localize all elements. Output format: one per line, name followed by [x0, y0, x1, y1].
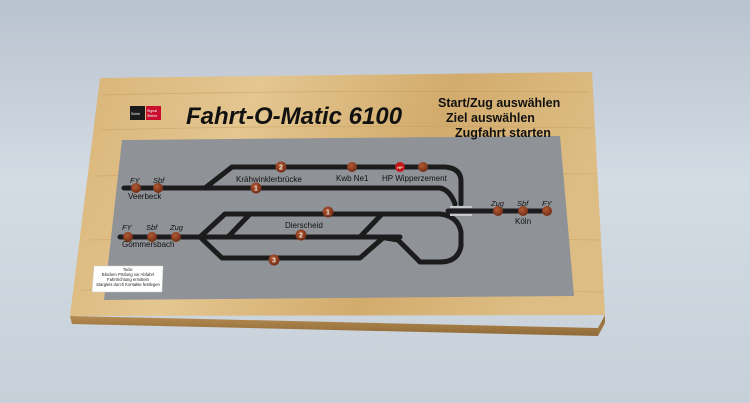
label-zug: Zug [169, 223, 184, 232]
track-cross-1 [225, 211, 253, 240]
track-panel [104, 136, 574, 300]
logo-text-1: Schie [131, 112, 140, 116]
station-veerbeck: Veerbeck [128, 192, 162, 201]
zug-button-gommersbach[interactable] [171, 232, 181, 242]
todo-note: Todo: Blocken Prüfung vor Abfahrt Fahrtr… [91, 265, 164, 293]
block-button-lower-2[interactable] [295, 229, 307, 241]
station-koeln: Köln [515, 217, 531, 226]
board-title: Fahrt-O-Matic 6100 [186, 103, 403, 130]
station-hp: HP Wipperzement [382, 174, 448, 183]
brand-logo: Schie Signal Steine [130, 106, 161, 120]
station-kwb: Kwb Ne1 [336, 174, 369, 183]
instruction-1: Start/Zug auswählen [438, 96, 560, 110]
button-number: 1 [326, 210, 330, 217]
logo-text-2: Signal [147, 109, 157, 113]
track-lower-main [117, 211, 464, 265]
instruction-2: Ziel auswählen [446, 111, 535, 125]
fy-button-veerbeck[interactable] [131, 183, 141, 193]
sbf-button-gommersbach[interactable] [147, 232, 157, 242]
track-cross-2 [357, 211, 385, 240]
board-edge [70, 316, 598, 336]
hp-tag: HP [397, 165, 403, 170]
sbf-button-koeln[interactable] [518, 206, 528, 216]
hp-wipperzement-button[interactable] [418, 162, 428, 172]
kwb-button[interactable] [347, 162, 357, 172]
button-number: 2 [299, 233, 303, 240]
button-number: 3 [272, 258, 276, 265]
button-number: 1 [254, 186, 258, 193]
track-upper-main [121, 164, 464, 207]
hp-button-active[interactable] [395, 162, 405, 172]
block-button-lower-1[interactable] [322, 206, 334, 218]
instruction-3: Zugfahrt starten [455, 126, 551, 140]
block-button-upper-2[interactable] [275, 161, 287, 173]
station-dierscheid: Dierscheid [285, 221, 323, 230]
note-line: Stargleis durch Kontakte festlegen [96, 282, 160, 287]
label-fy: FY [130, 176, 141, 185]
board-side [598, 315, 605, 336]
logo-text-3: Steine [147, 114, 157, 118]
sbf-button-veerbeck[interactable] [153, 183, 163, 193]
label-fy: FY [542, 199, 553, 208]
note-line: Fahrtrichtung ermitteln [107, 277, 150, 282]
buttons-layer[interactable] [123, 161, 552, 266]
button-number: 2 [279, 165, 283, 172]
track-upper-loop [202, 185, 458, 207]
note-line: Blocken Prüfung vor Abfahrt [102, 272, 155, 277]
label-sbf: Sbf [146, 223, 158, 232]
label-fy: FY [122, 223, 133, 232]
block-button-lower-3[interactable] [268, 254, 280, 266]
fy-button-koeln[interactable] [542, 206, 552, 216]
label-sbf: Sbf [153, 176, 165, 185]
note-line: Todo: [123, 267, 133, 272]
track-gap-marks [450, 206, 472, 216]
station-gommersbach: Gömmersbach [122, 240, 174, 249]
block-button-upper-1[interactable] [250, 182, 262, 194]
fy-button-gommersbach[interactable] [123, 232, 133, 242]
station-kraehwinkler: Krähwinklerbrücke [236, 175, 302, 184]
track-lower-bottom [197, 234, 387, 261]
label-zug: Zug [490, 199, 505, 208]
zug-button-koeln[interactable] [493, 206, 503, 216]
label-sbf: Sbf [517, 199, 529, 208]
